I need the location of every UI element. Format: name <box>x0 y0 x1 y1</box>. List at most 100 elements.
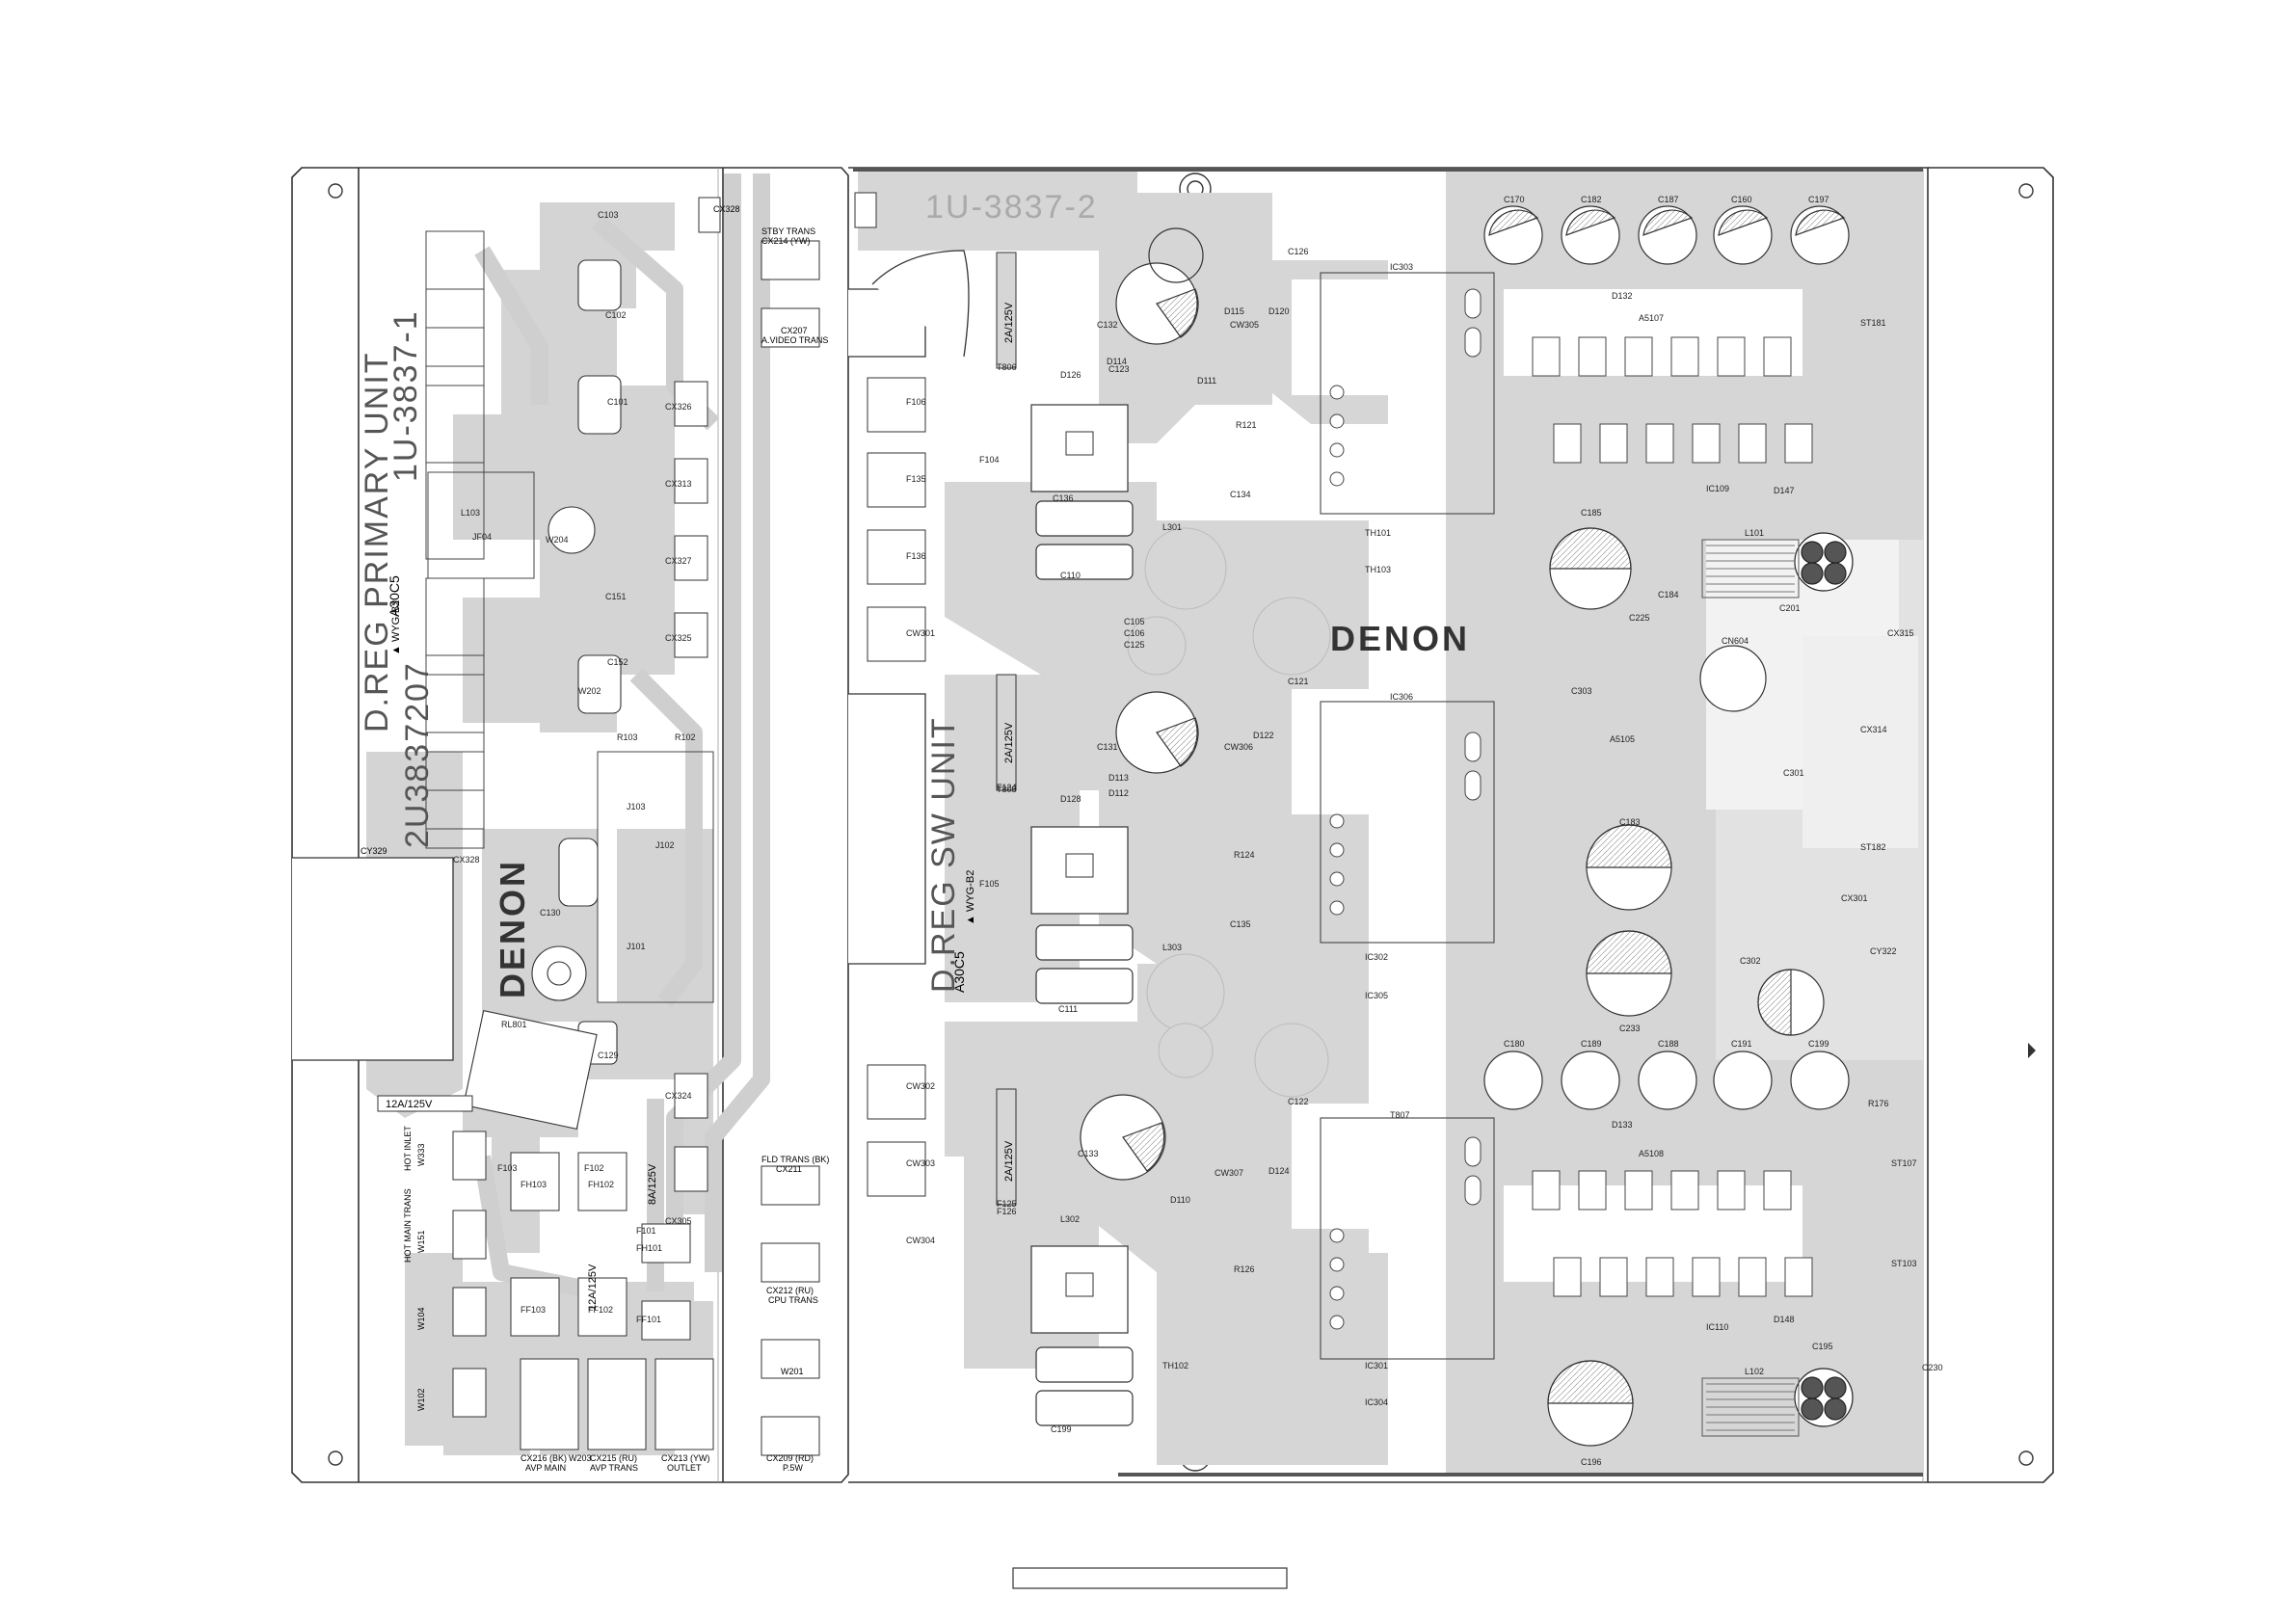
label-cpu: CX212 (RU) <box>766 1286 814 1295</box>
coil-stripes <box>1706 545 1795 1431</box>
ref-designator: A5107 <box>1639 313 1664 323</box>
ref-designator: T807 <box>1390 1110 1410 1120</box>
ref-designator: L302 <box>1060 1214 1080 1224</box>
label-w102: W102 <box>416 1388 426 1411</box>
ref-designator: ST103 <box>1891 1259 1917 1268</box>
ref-designator: F135 <box>906 474 926 484</box>
ref-designator: L102 <box>1745 1367 1764 1376</box>
ref-designator: C136 <box>1053 493 1074 503</box>
label-cy329: CY329 <box>360 846 387 856</box>
ref-designator: C188 <box>1658 1039 1679 1049</box>
label-cx213b: OUTLET <box>667 1463 702 1473</box>
ref-designator: J102 <box>655 840 675 850</box>
sw-modules <box>1030 404 1134 1426</box>
ref-designator: C123 <box>1108 364 1130 374</box>
primary-connectors <box>452 192 877 1456</box>
primary-panel-cutout <box>292 857 454 1061</box>
ref-designator: C152 <box>607 657 628 667</box>
ref-designator: C134 <box>1230 490 1251 499</box>
ref-designator: CX326 <box>665 402 692 412</box>
ref-designator: IC302 <box>1365 952 1388 962</box>
ref-designator: T808 <box>997 785 1017 794</box>
ref-designator: TH102 <box>1162 1361 1188 1370</box>
ref-designator: R102 <box>675 732 696 742</box>
sw-unit-title: D.REG SW UNIT <box>925 716 962 993</box>
ref-designator: J103 <box>627 802 646 812</box>
toroid-inductors <box>1794 532 1854 1427</box>
primary-unit-ul: ▲ WYG-B2 <box>390 600 402 655</box>
transformer-outlines <box>1320 272 1495 1360</box>
ref-designator: C129 <box>598 1051 619 1060</box>
ref-designator: L103 <box>461 508 480 518</box>
ref-designator: C101 <box>607 397 628 407</box>
ref-designator: R176 <box>1868 1099 1889 1108</box>
ref-designator: C182 <box>1581 195 1602 204</box>
ref-designator: A5105 <box>1610 734 1635 744</box>
ref-designator: CW304 <box>906 1236 935 1245</box>
fuse-f125-rating: 2A/125V <box>1003 302 1015 343</box>
ref-designator: CX328 <box>453 855 480 865</box>
ref-designator: CX315 <box>1887 628 1914 638</box>
ref-designator: C126 <box>1288 247 1309 256</box>
ref-designator: FH101 <box>636 1243 662 1253</box>
ref-designator: R103 <box>617 732 638 742</box>
ref-designator: C180 <box>1504 1039 1525 1049</box>
label-cx215b: AVP TRANS <box>590 1463 638 1473</box>
ref-designator: C189 <box>1581 1039 1602 1049</box>
sw-round-pads <box>1127 527 1331 1098</box>
ref-designator: C125 <box>1124 640 1145 650</box>
module-marks <box>1065 431 1094 1297</box>
fuse-sub-rating: 8A/125V <box>647 1163 658 1205</box>
sw-unit-ul: ▲ WYG-B2 <box>965 870 976 925</box>
ref-designator: C170 <box>1504 195 1525 204</box>
big-electrolytic-caps <box>1080 227 1825 1447</box>
label-w201: W201 <box>781 1367 804 1376</box>
ref-designator: IC305 <box>1365 991 1388 1000</box>
ref-designator: D111 <box>1197 376 1216 386</box>
ref-designator: C196 <box>1581 1457 1602 1467</box>
cap-row-mid <box>1483 1051 1850 1110</box>
ref-designator: ST182 <box>1860 842 1886 852</box>
ref-designator: CX324 <box>665 1091 692 1101</box>
ref-designator: CX314 <box>1860 725 1887 734</box>
ref-designator: CW303 <box>906 1158 935 1168</box>
ref-designator: IC303 <box>1390 262 1413 272</box>
ref-designator: R124 <box>1234 850 1255 860</box>
fuse-f126-rating: 2A/125V <box>1003 1140 1015 1182</box>
ref-designator: IC109 <box>1706 484 1729 493</box>
ref-designator: CW306 <box>1224 742 1253 752</box>
ref-designator: D124 <box>1268 1166 1290 1176</box>
label-hot-inlet: HOT INLET <box>403 1126 413 1171</box>
title-block <box>1012 1567 1288 1589</box>
sw-unit-rev: A30C5 <box>951 951 967 993</box>
ref-designator: C187 <box>1658 195 1679 204</box>
ref-designator: D113 <box>1108 773 1129 783</box>
ref-designator: F101 <box>636 1226 656 1236</box>
ref-designator: F124 <box>997 783 1017 792</box>
label-w203: W203 <box>569 1453 592 1463</box>
ref-designator: ST181 <box>1860 318 1886 328</box>
fuse-label-box <box>377 1095 473 1112</box>
transformer-pins <box>1329 288 1482 1330</box>
ref-designator: D114 <box>1107 357 1127 366</box>
ref-designator: R126 <box>1234 1264 1255 1274</box>
label-cx216b: AVP MAIN <box>525 1463 566 1473</box>
ref-designator: IC304 <box>1365 1397 1388 1407</box>
ref-designator: C183 <box>1619 817 1641 827</box>
ref-designator: CW307 <box>1215 1168 1243 1178</box>
ref-designator: FF102 <box>588 1305 613 1315</box>
ref-designator: C106 <box>1124 628 1145 638</box>
label-avideo: CX207 <box>781 326 808 335</box>
ref-designator: C199 <box>1808 1039 1829 1049</box>
ref-designator: FF101 <box>636 1315 661 1324</box>
label-cx328: CX328 <box>713 204 740 214</box>
ref-designator: D147 <box>1774 486 1795 495</box>
ref-designator: C197 <box>1808 195 1829 204</box>
fuse-main-rating: 12A/125V <box>386 1099 433 1110</box>
ref-designator: CW305 <box>1230 320 1259 330</box>
ref-designator: CX325 <box>665 633 692 643</box>
center-logo: DENON <box>1330 619 1470 658</box>
ref-designator: JF04 <box>472 532 492 542</box>
label-w104: W104 <box>416 1307 426 1330</box>
